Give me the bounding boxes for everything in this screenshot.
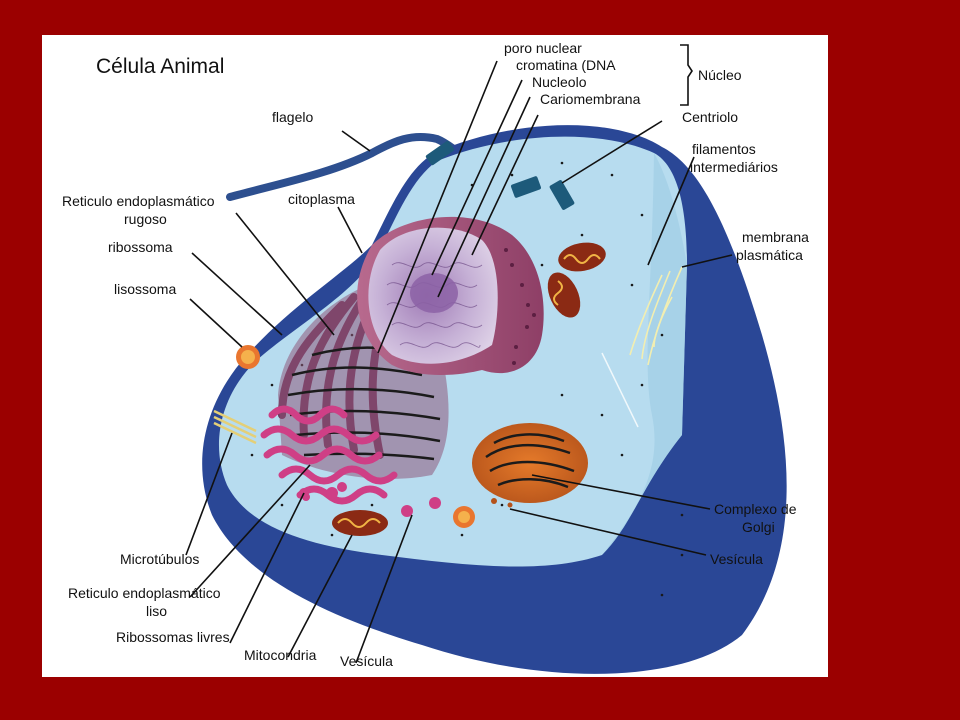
label-vesicula-right: Vesícula — [710, 551, 763, 567]
lysosomes — [236, 345, 475, 528]
microtubules — [213, 409, 257, 445]
label-centriolo: Centriolo — [682, 109, 739, 125]
label-membrana-1: membrana — [742, 229, 809, 245]
label-nucleolo: Nucleolo — [532, 74, 587, 90]
nuclear-pores — [504, 248, 536, 365]
label-mitocondria: Mitocondria — [244, 647, 317, 663]
label-cromatina: cromatina (DNA — [516, 57, 616, 73]
nucleolus — [410, 273, 458, 313]
label-cariomembrana: Cariomembrana — [540, 91, 641, 107]
label-membrana-2: plasmática — [736, 247, 803, 263]
label-rel-1: Reticulo endoplasmático — [68, 585, 221, 601]
label-nucleo: Núcleo — [698, 67, 742, 83]
label-ribossomas-livres: Ribossomas livres — [116, 629, 230, 645]
golgi-apparatus — [472, 423, 588, 508]
centrioles — [425, 140, 575, 210]
intermediate-filaments — [629, 266, 683, 366]
diagram-panel: Célula Animal poro nuclear cromatina (DN… — [42, 35, 828, 677]
label-rel-2: liso — [146, 603, 168, 619]
label-ribossoma: ribossoma — [108, 239, 173, 255]
label-golgi-2: Golgi — [742, 519, 775, 535]
mitochondria — [332, 242, 606, 536]
vesicles — [326, 487, 441, 517]
label-vesicula-bottom: Vesícula — [340, 653, 393, 669]
diagram-title: Célula Animal — [96, 55, 225, 78]
label-microtubulos: Microtúbulos — [120, 551, 200, 567]
cytoplasm-cut-face — [602, 153, 687, 555]
label-golgi-1: Complexo de — [714, 501, 797, 517]
label-filamentos-1: filamentos — [692, 141, 756, 157]
label-rer-1: Reticulo endoplasmático — [62, 193, 215, 209]
nucleus-brace — [680, 44, 693, 106]
label-rer-2: rugoso — [124, 211, 167, 227]
label-filamentos-2: intermediários — [690, 159, 778, 175]
leader-lines — [185, 60, 733, 664]
label-poro-nuclear: poro nuclear — [504, 40, 582, 56]
label-lisossoma: lisossoma — [114, 281, 177, 297]
animal-cell-illustration — [185, 44, 787, 674]
label-flagelo: flagelo — [272, 109, 314, 125]
smooth-er — [260, 405, 398, 505]
label-citoplasma: citoplasma — [288, 191, 355, 207]
